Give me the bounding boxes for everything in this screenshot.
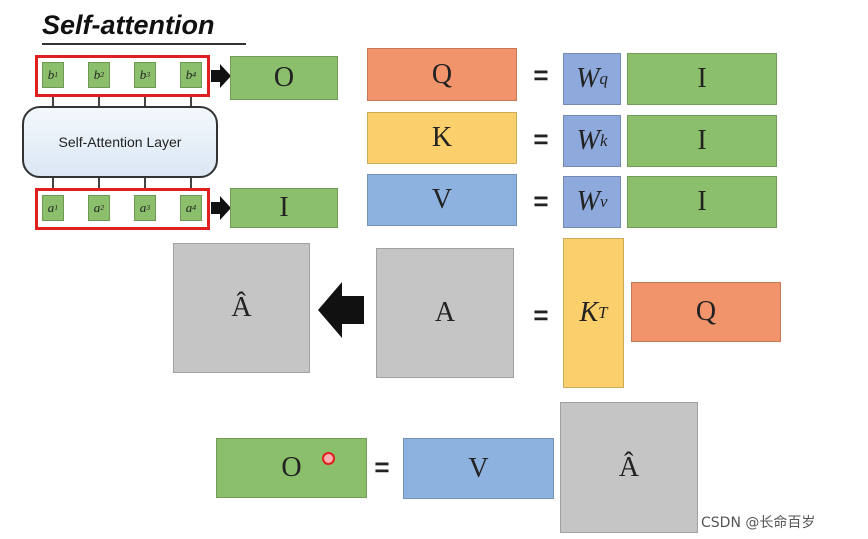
input-matrix-i: I bbox=[230, 188, 338, 228]
v-matrix: V bbox=[367, 174, 517, 226]
cursor-dot-icon bbox=[322, 452, 335, 465]
connector-line bbox=[190, 178, 192, 189]
connector-line bbox=[144, 178, 146, 189]
a-matrix: A bbox=[376, 248, 514, 378]
i-matrix-q: I bbox=[627, 53, 777, 105]
connector-line bbox=[52, 178, 54, 189]
self-attention-layer: Self-Attention Layer bbox=[22, 106, 218, 178]
q-matrix-2: Q bbox=[631, 282, 781, 342]
page-title: Self-attention bbox=[42, 10, 246, 45]
connector-line bbox=[52, 97, 54, 107]
output-tokens-frame bbox=[35, 55, 210, 97]
o-matrix: O bbox=[216, 438, 367, 498]
input-tokens-frame bbox=[35, 188, 210, 230]
connector-line bbox=[190, 97, 192, 107]
i-matrix-v: I bbox=[627, 176, 777, 228]
q-matrix: Q bbox=[367, 48, 517, 101]
k-matrix: K bbox=[367, 112, 517, 164]
equals-sign: = bbox=[533, 59, 549, 90]
output-matrix-o: O bbox=[230, 56, 338, 100]
connector-line bbox=[144, 97, 146, 107]
connector-line bbox=[98, 97, 100, 107]
arrow-left-icon bbox=[318, 282, 364, 338]
a-hat-matrix: Â bbox=[173, 243, 310, 373]
a-hat-matrix-2: Â bbox=[560, 402, 698, 533]
connector-line bbox=[98, 178, 100, 189]
watermark: CSDN @长命百岁 bbox=[701, 515, 816, 531]
arrow-right-icon bbox=[211, 64, 231, 88]
equals-sign: = bbox=[533, 185, 549, 216]
equals-sign: = bbox=[374, 451, 390, 482]
v-matrix-2: V bbox=[403, 438, 554, 499]
equals-sign: = bbox=[533, 299, 549, 330]
i-matrix-k: I bbox=[627, 115, 777, 167]
arrow-right-icon bbox=[211, 196, 231, 220]
equals-sign: = bbox=[533, 123, 549, 154]
